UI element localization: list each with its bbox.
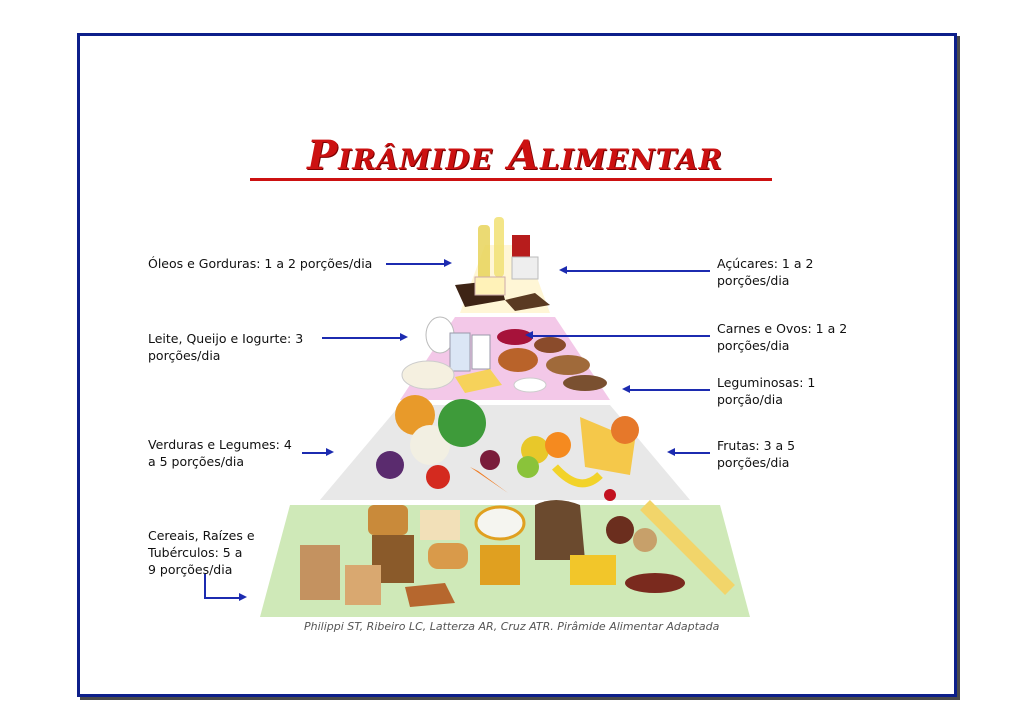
label-cereais: Cereais, Raízes e Tubérculos: 5 a 9 porç… xyxy=(148,528,255,577)
page-title: Pirâmide Alimentar xyxy=(307,132,723,179)
label-verduras: Verduras e Legumes: 4 a 5 porções/dia xyxy=(148,437,292,469)
fruits-food xyxy=(517,416,639,501)
title-underline xyxy=(250,178,772,181)
grains-food xyxy=(300,500,735,607)
label-carnes: Carnes e Ovos: 1 a 2 porções/dia xyxy=(717,321,848,353)
label-leite: Leite, Queijo e Iogurte: 3 porções/dia xyxy=(148,331,304,363)
oils-sugars-food xyxy=(455,217,550,311)
meat-legumes-food xyxy=(497,329,607,393)
label-frutas: Frutas: 3 a 5 porções/dia xyxy=(717,438,796,470)
vegetables-food xyxy=(376,395,508,493)
food-pyramid-illustration xyxy=(250,205,760,617)
label-acucares: Açúcares: 1 a 2 porções/dia xyxy=(717,256,814,288)
dairy-food xyxy=(401,316,502,393)
pyramid-level-veg-fruit xyxy=(320,405,690,500)
pyramid-svg xyxy=(260,217,750,617)
source-caption: Philippi ST, Ribeiro LC, Latterza AR, Cr… xyxy=(304,620,720,633)
label-oleos: Óleos e Gorduras: 1 a 2 porções/dia xyxy=(148,256,373,271)
label-leguminosas: Leguminosas: 1 porção/dia xyxy=(717,375,816,407)
